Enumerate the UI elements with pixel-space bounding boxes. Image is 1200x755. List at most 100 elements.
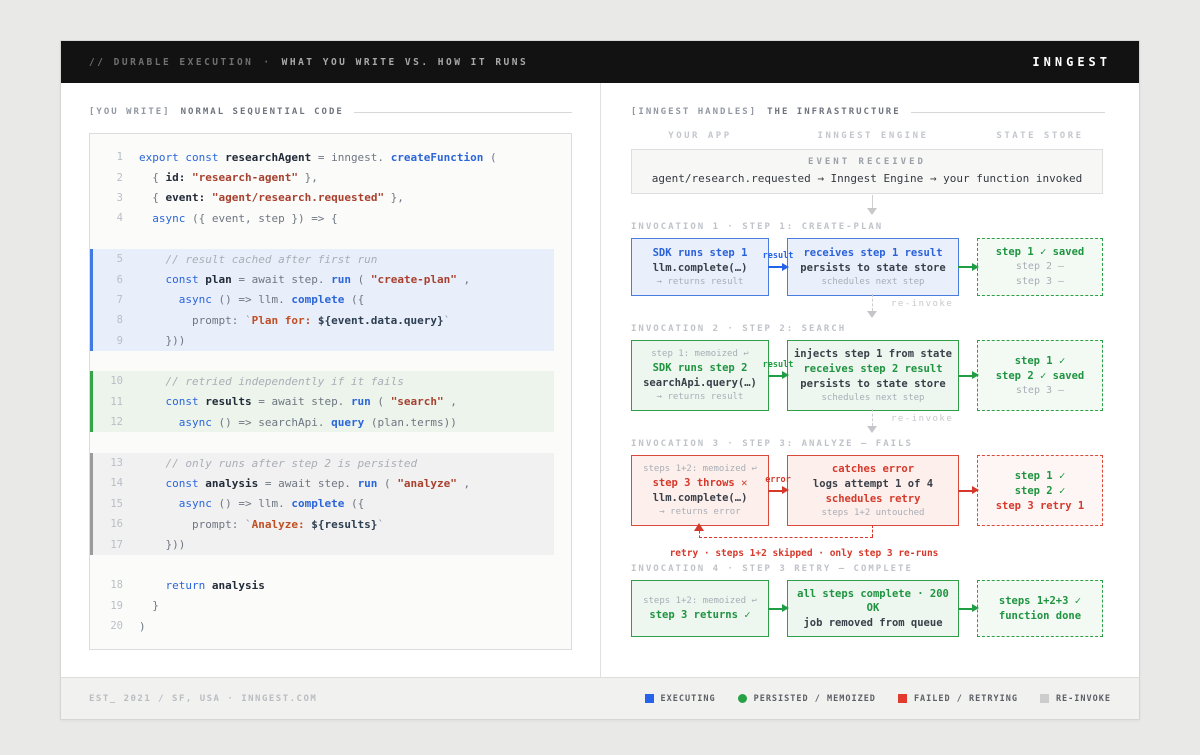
box-line: → returns result [656,392,744,402]
code-token: return [139,578,206,592]
code-token: "search" [390,395,444,409]
legend-label: PERSISTED / MEMOIZED [753,693,876,704]
footer-credits: EST_ 2021 / SF, USA · INNGEST.COM [89,693,318,704]
arrow-label: error [765,474,791,485]
line-number: 4 [116,212,123,225]
arrow-line [871,195,873,209]
code-line: 11 const results = await step. run ( "se… [90,391,554,413]
invocation-label: INVOCATION 3 · STEP 3: ANALYZE — FAILS [630,439,913,449]
arrow-head-icon [971,486,979,494]
code-text: // retried independently if it fails [139,375,403,388]
code-gap [90,555,571,575]
code-token: () => searchApi. [211,415,332,429]
engine-box: SDK runs step 1 llm.complete(…) → returns … [630,238,769,296]
code-line: 6 const plan = await step. run ( "create… [90,269,554,290]
box-line: SDK runs step 1 [652,247,748,259]
arrow-head-icon [693,523,704,531]
code-token: prompt: [139,517,245,531]
code-token: // result cached after first run [139,252,378,266]
top-bar-separator: · [263,56,272,68]
code-token: analysis [205,476,259,490]
main-card: // DURABLE EXECUTION·WHAT YOU WRITE VS. … [60,40,1140,720]
reinvoke-connector: re-invoke [631,409,1105,434]
code-line: 12 async () => searchApi. query (plan.te… [90,412,554,433]
column-state-store: STATE STORE [996,131,1084,141]
arrow-line [767,266,783,268]
retry-label: retry · steps 1+2 skipped · only step 3 … [669,548,939,559]
box-line: step 2 ✓ [1014,484,1066,497]
code-token: event: [165,191,206,205]
code-token: , [456,476,471,490]
flow-arrow [957,238,979,296]
code-line: 20) [90,616,554,636]
code-token: = await step. [258,476,358,490]
code-token: run [357,476,378,490]
flow-arrow: error [765,455,791,526]
code-token: Plan for: [251,313,318,327]
code-token: ` [443,313,451,327]
box-line: llm.complete(…) [652,262,748,274]
box-line: receives step 2 result [803,363,943,375]
box-line: → returns error [659,507,741,517]
code-token: ${event.data.query} [317,313,444,327]
arrow-line [698,531,700,538]
code-line: 4 async ({ event, step }) => { [90,208,554,228]
arrow-head-icon [781,486,789,494]
code-token: async [139,415,212,429]
code-text: })) [139,334,185,347]
top-bar: // DURABLE EXECUTION·WHAT YOU WRITE VS. … [61,41,1139,83]
line-number: 18 [110,579,123,592]
code-line: 7 async () => llm. complete ({ [90,289,554,311]
code-text: // only runs after step 2 is persisted [139,457,417,470]
box-line: all steps complete · 200 OK [797,588,949,614]
code-token: ({ [344,293,365,307]
code-token: query [331,415,365,429]
event-flow-text: agent/research.requested → Inngest Engin… [651,172,1083,185]
code-token: = inngest. [311,150,391,164]
line-number: 6 [116,273,123,286]
invocation-row: steps 1+2: memoized ↩step 3 throws ✕llm.… [630,455,1103,526]
code-token: }, [297,171,318,185]
code-token: (plan.terms)) [364,415,457,429]
right-section-tag: [INNGEST HANDLES] [630,107,758,117]
code-text: export const researchAgent = inngest. cr… [139,151,497,164]
code-token: "research-agent" [192,171,298,185]
box-line: step 1: memoized ↩ [651,349,749,359]
box-line: searchApi.query(…) [643,377,757,389]
code-token: // only runs after step 2 is persisted [139,456,418,470]
box-line: function done [998,610,1082,622]
flow-arrow [767,580,789,637]
box-line: steps 1+2: memoized ↩ [643,596,757,606]
code-token: prompt: [139,313,245,327]
code-token: } [139,599,159,613]
code-token: })) [139,538,186,552]
box-line: schedules next step [821,393,925,403]
line-number: 16 [110,518,123,531]
code-token [205,579,212,592]
column-headers: YOUR APP INNGEST ENGINE STATE STORE [631,131,1105,141]
legend-swatch-icon [897,694,907,703]
arrow-head-icon [971,262,979,271]
code-token: async [139,497,212,511]
arrow-head-icon [781,262,789,271]
code-token: async [139,211,186,225]
code-token: ({ event, step }) => { [185,211,338,225]
box-line: step 1 ✓ [1014,354,1066,367]
code-token: = await step. [231,273,332,287]
arrow-line [871,525,873,537]
code-token: Analyze: [251,517,312,531]
box-line: → returns result [656,277,744,287]
code-token: ` [244,517,252,531]
code-token [185,171,192,184]
legend-item: RE-INVOKE [1039,694,1111,704]
box-line: step 3 retry 1 [995,499,1085,512]
code-line: 15 async () => llm. complete ({ [90,493,554,515]
box-line: step 1 ✓ saved [995,246,1085,258]
